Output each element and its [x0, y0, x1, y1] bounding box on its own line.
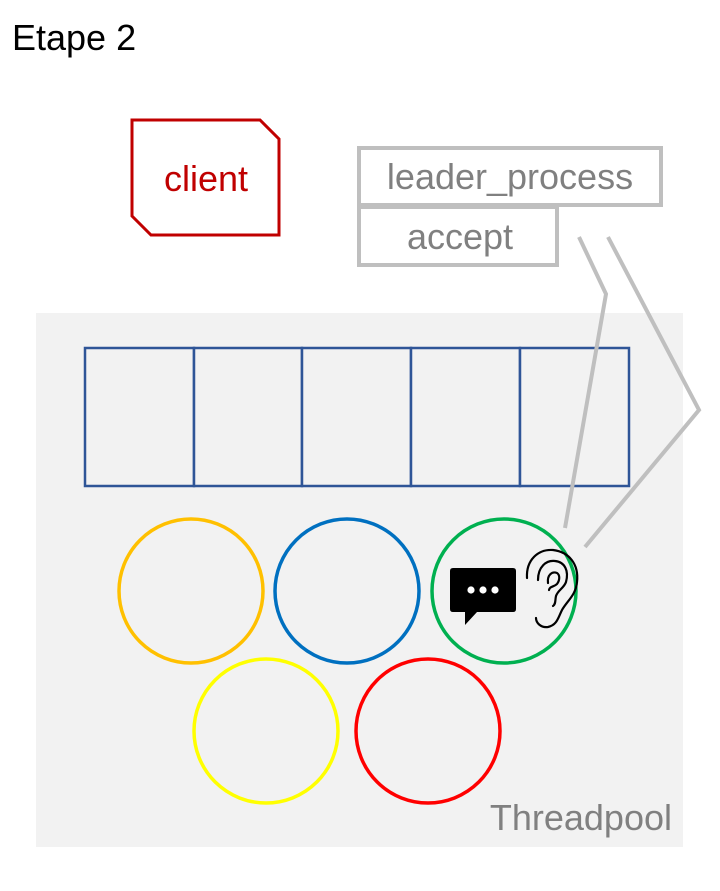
leader-process-box	[357, 146, 663, 207]
thread-red	[354, 657, 502, 805]
ear-icon	[525, 548, 579, 629]
thread-orange	[117, 517, 265, 665]
queue-slot	[192, 346, 304, 488]
thread-blue	[273, 517, 421, 665]
speech-bubble-icon	[450, 568, 516, 625]
leader-process-node: leader_process	[357, 146, 663, 207]
queue-slot	[300, 346, 413, 488]
task-queue	[83, 346, 631, 488]
queue-slot	[83, 346, 196, 488]
accept-label: accept	[407, 216, 513, 257]
client-label: client	[164, 158, 248, 199]
thread-yellow	[192, 657, 340, 805]
queue-slot	[409, 346, 522, 488]
connector-inner	[563, 236, 609, 529]
leader-process-label: leader_process	[387, 156, 633, 197]
thread-green	[430, 517, 578, 665]
threadpool-label: Threadpool	[490, 797, 672, 838]
page-title: Etape 2	[12, 17, 136, 58]
client-box	[130, 118, 281, 237]
accept-node: accept	[357, 205, 559, 267]
client-node: client	[130, 118, 281, 237]
connector-outer	[583, 236, 702, 549]
accept-box	[357, 205, 559, 267]
